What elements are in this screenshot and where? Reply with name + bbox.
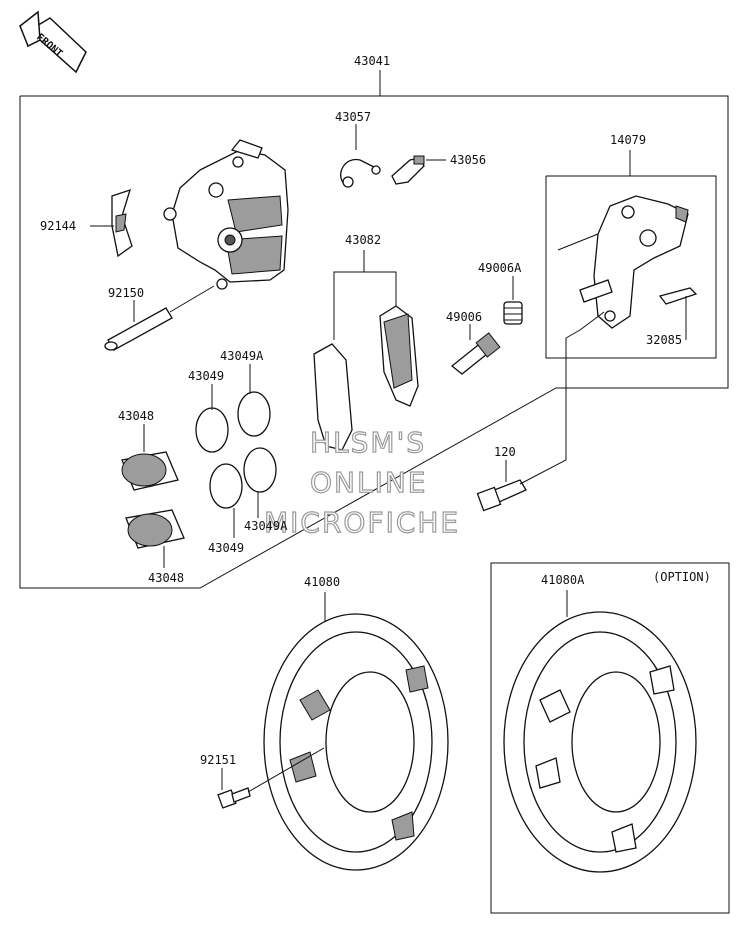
option-rotor-part — [503, 611, 697, 873]
front-arrow-icon: FRONT — [19, 10, 87, 74]
watermark-line-3: MICROFICHE — [264, 506, 460, 539]
pad-spring-part — [111, 188, 133, 258]
bracket-clip-part — [658, 287, 698, 305]
label-120: 120 — [494, 445, 516, 459]
label-option: (OPTION) — [653, 570, 711, 584]
label-92151: 92151 — [200, 753, 236, 767]
bracket-box — [545, 175, 717, 359]
label-41080: 41080 — [304, 575, 340, 589]
label-43057: 43057 — [335, 110, 371, 124]
bleed-hose-part — [340, 158, 381, 188]
watermark-line-1: HLSM'S — [310, 426, 426, 459]
pad-pin-part — [104, 285, 215, 351]
leader-lines — [90, 124, 687, 793]
label-49006: 49006 — [446, 310, 482, 324]
caliper-body — [163, 139, 289, 290]
label-43049-bottom: 43049 — [208, 541, 244, 555]
label-43048-bottom: 43048 — [148, 571, 184, 585]
brake-pads-part — [313, 250, 419, 451]
label-49006A: 49006A — [478, 261, 522, 275]
label-14079: 14079 — [610, 133, 646, 147]
label-92150: 92150 — [108, 286, 144, 300]
caliper-assembly-box — [19, 95, 729, 589]
label-41080A: 41080A — [541, 573, 585, 587]
label-43048-top: 43048 — [118, 409, 154, 423]
pistons-part — [121, 451, 185, 549]
slide-boot-part — [503, 301, 523, 325]
seal-rings-part — [195, 391, 277, 509]
watermark-line-2: ONLINE — [310, 466, 427, 499]
rotor-bolt-part — [217, 787, 251, 809]
label-43082: 43082 — [345, 233, 381, 247]
bleeder-valve-part — [391, 155, 425, 185]
part-labels: 43041 43057 43056 14079 92144 43082 4900… — [40, 54, 711, 767]
brake-rotor-part — [263, 613, 449, 871]
label-43056: 43056 — [450, 153, 486, 167]
option-rotor-box — [490, 562, 730, 914]
label-43049A-bottom: 43049A — [244, 519, 288, 533]
watermark: HLSM'S ONLINE MICROFICHE — [263, 425, 460, 539]
label-92144: 92144 — [40, 219, 76, 233]
label-32085: 32085 — [646, 333, 682, 347]
label-43041: 43041 — [354, 54, 390, 68]
mounting-bolt-part — [476, 479, 527, 512]
label-43049A-top: 43049A — [220, 349, 264, 363]
caliper-bracket-part — [579, 195, 689, 329]
slide-pin-part — [450, 332, 501, 375]
label-43049-top: 43049 — [188, 369, 224, 383]
